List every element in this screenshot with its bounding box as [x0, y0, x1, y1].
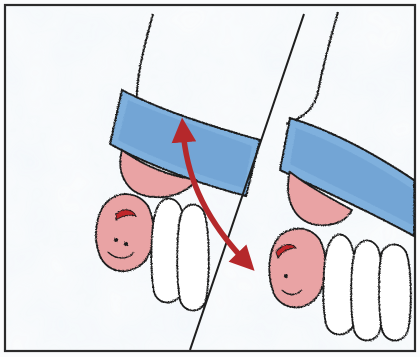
left-pink-lobe: [96, 194, 154, 271]
left-dot: [114, 238, 118, 242]
right-tooth: [351, 241, 383, 341]
right-pink-lobe: [269, 229, 325, 308]
left-dot: [124, 242, 128, 246]
right-dot: [284, 274, 288, 278]
left-tooth: [177, 205, 209, 311]
right-tooth: [379, 245, 411, 341]
